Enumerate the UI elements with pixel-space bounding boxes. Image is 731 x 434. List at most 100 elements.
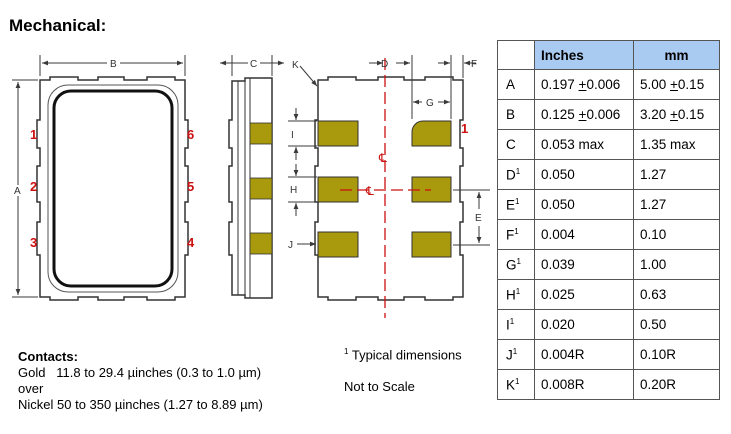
row-label: E1 [497,189,535,220]
row-label-sup: 1 [516,256,521,266]
pad-left-bottom [317,231,359,258]
inches-value: 0.053 max [534,129,634,160]
side-pad-1 [249,122,273,145]
row-label-sup: 1 [515,376,520,386]
dimension-c-label: C [250,59,257,70]
mm-value: 0.10 [633,219,720,250]
row-label: F1 [497,219,535,250]
dimension-f-label: F [471,59,477,70]
inches-value: 0.004R [534,339,634,370]
lid-outline [52,89,174,288]
pin-number-2: 2 [30,179,37,194]
inches-value: 0.039 [534,249,634,280]
pin-number-4: 4 [187,235,195,250]
inches-value: 0.197 +0.006 [534,69,634,100]
dimension-a-label: A [14,186,21,197]
side-view: C [220,55,284,299]
inches-value: 0.025 [534,279,634,310]
row-label-text: K [506,377,516,393]
row-label: A [497,69,535,100]
row-label: J1 [497,339,535,370]
dimension-d-label: D [381,59,388,70]
dimension-h [288,164,317,216]
dimension-k-label: K [292,60,299,71]
inner-rim [47,84,179,293]
dimension-h-label: H [290,185,297,196]
row-label-text: D [506,167,516,183]
typical-text: Typical dimensions [351,347,462,363]
row-label-text: C [506,137,516,152]
side-pad-2 [249,177,273,200]
pin-number-1: 1 [30,127,37,142]
row-label-text: B [506,107,516,122]
section-title: Mechanical: [9,16,107,35]
mm-value: 3.20 +0.15 [633,99,720,130]
dimension-c [220,55,284,76]
dimension-g-label: G [426,98,434,109]
row-label-text: H [506,287,516,303]
row-label-text: F [506,227,515,243]
row-label: D1 [497,159,535,190]
row-label-sup: 1 [515,196,520,206]
row-label-text: E [506,197,516,213]
mechanical-drawing: 1 2 3 6 5 4 A B [12,55,490,318]
dimension-e-label: E [475,213,482,224]
mm-value: 1.00 [633,249,720,280]
row-label: K1 [497,369,535,400]
row-label-text: A [506,77,516,92]
mm-value: 1.27 [633,189,720,220]
row-label-text: I [506,317,510,333]
pin-number-5: 5 [187,179,194,194]
dimension-f [438,55,476,119]
top-view: 1 2 3 6 5 4 A B [12,55,195,301]
contacts-gold: Gold 11.8 to 29.4 µinches (0.3 to 1.0 µm… [18,365,262,380]
dimension-b-label: B [110,59,117,70]
dimension-i-label: I [291,130,294,141]
pin-number-3: 3 [30,235,37,250]
mm-value: 5.00 +0.15 [633,69,720,100]
mm-value: 1.27 [633,159,720,190]
pad-left-top [317,120,359,147]
typical-dimensions-note: 1 Typical dimensions [344,347,462,362]
mm-value: 0.20R [633,369,720,400]
pad-right-bottom [411,231,452,258]
pin-number-6: 6 [187,127,194,142]
row-label-sup: 1 [509,316,515,326]
centerline-label-center: ℄ [365,184,374,198]
dimension-i [288,108,317,160]
contacts-over: over [18,381,44,396]
dimension-d [369,55,413,119]
row-label-sup: 1 [512,346,518,356]
bottom-view: ℄ ℄ 1 K D F G [288,55,490,318]
mm-value: 1.35 max [633,129,720,160]
row-label-text: G [506,257,517,273]
row-label-text: J [506,347,513,363]
row-label: H1 [497,279,535,310]
row-label-sup: 1 [515,166,521,176]
dimension-b [39,55,186,76]
dimension-k-leader [299,65,318,87]
header-corner [497,40,535,70]
inches-value: 0.020 [534,309,634,340]
dimension-j-label: J [288,240,293,251]
pin1-marker: 1 [461,121,468,136]
centerline-label-top: ℄ [378,151,387,165]
inches-value: 0.050 [534,189,634,220]
mm-value: 0.10R [633,339,720,370]
row-label: B [497,99,535,130]
header-mm: mm [633,40,720,70]
row-label: G1 [497,249,535,280]
contacts-note: Contacts: Gold 11.8 to 29.4 µinches (0.3… [18,349,263,413]
inches-value: 0.004 [534,219,634,250]
pad-pin1 [411,120,452,147]
